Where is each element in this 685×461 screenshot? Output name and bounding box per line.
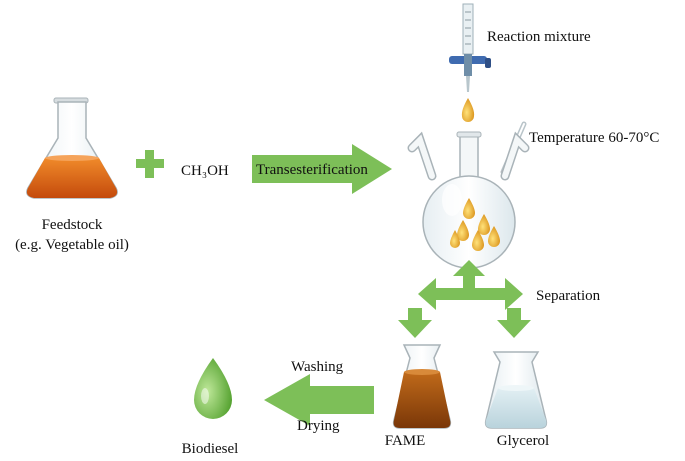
washing-label: Washing: [291, 359, 344, 375]
separation-label: Separation: [536, 288, 601, 304]
drying-label: Drying: [297, 418, 340, 434]
fame-flask-icon: [392, 344, 452, 429]
biodiesel-drop-icon: [194, 358, 232, 419]
oil-droplets-icon: [450, 198, 500, 251]
biodiesel-label: Biodiesel: [182, 441, 239, 457]
reaction-flask-icon: [407, 131, 530, 269]
glycerol-label: Glycerol: [497, 433, 549, 449]
reaction-mixture-label: Reaction mixture: [487, 29, 591, 45]
feedstock-example-label: (e.g. Vegetable oil): [15, 237, 129, 253]
reaction-drop-icon: [461, 98, 475, 122]
burette-icon: [449, 3, 491, 92]
transesterification-arrow: [252, 144, 392, 194]
washing-drying-arrow: [264, 374, 374, 426]
plus-icon: [136, 150, 164, 178]
biodiesel-drop-highlight: [201, 388, 209, 404]
transesterification-label: Transesterification: [256, 162, 368, 178]
feedstock-flask-icon: [26, 97, 118, 199]
glycerol-flask-icon: [484, 351, 548, 429]
feedstock-label: Feedstock: [42, 217, 103, 233]
fame-label: FAME: [385, 433, 426, 449]
temperature-label: Temperature 60-70°C: [529, 130, 659, 146]
separation-arrows: [398, 260, 531, 338]
methanol-label: CH₃OH: [181, 163, 229, 179]
